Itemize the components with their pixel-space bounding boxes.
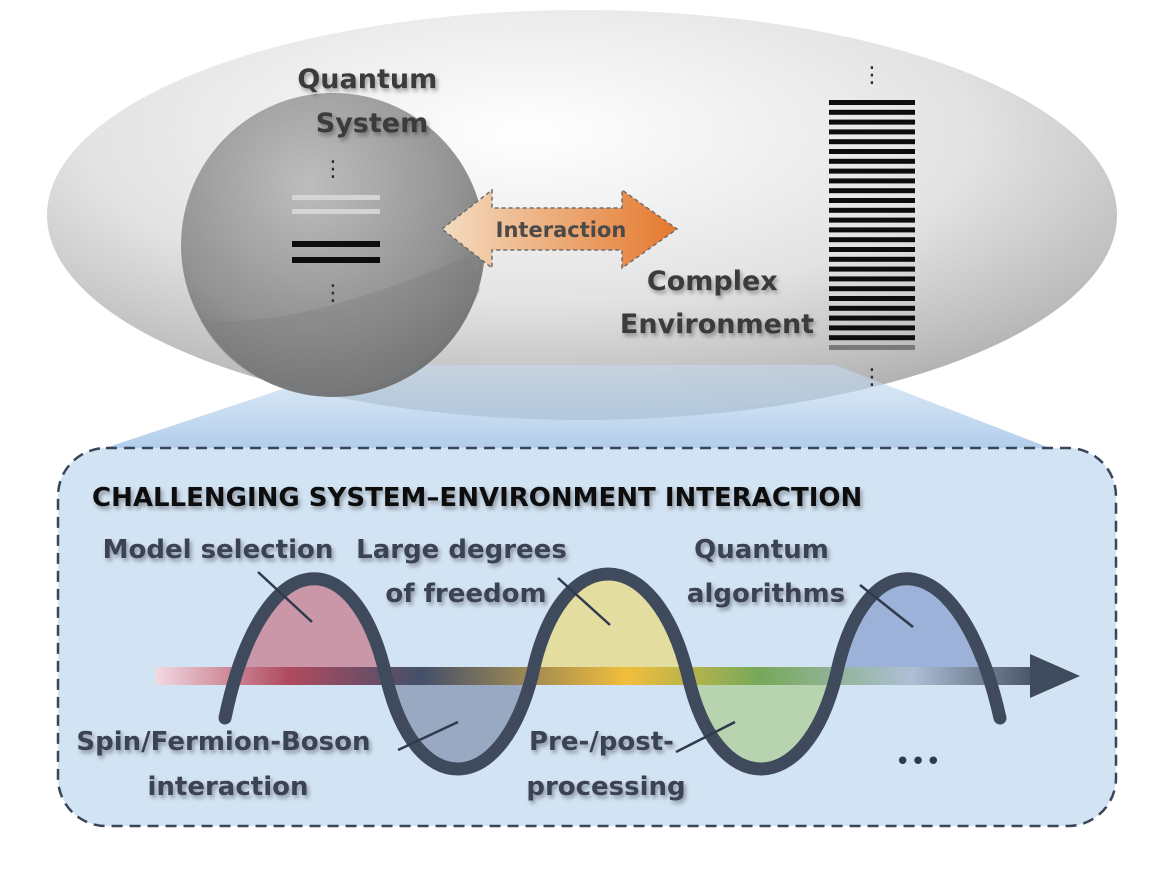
leader-pre-post-processing: [675, 720, 736, 754]
interaction-arrow: Interaction: [440, 188, 679, 270]
label-pre-post-processing: Pre-/post- processing: [526, 727, 685, 802]
leader-lines: [257, 571, 914, 754]
environment-level: [829, 217, 915, 223]
complex-environment-label: Complex Environment: [620, 266, 814, 340]
environment-level: [829, 296, 915, 301]
environment-level: [829, 335, 915, 341]
environment-level: [829, 247, 915, 252]
sphere-shading: [200, 255, 480, 397]
environment-level: [829, 168, 915, 174]
environment-level: [829, 178, 915, 184]
environment-level: [829, 149, 915, 154]
environment-level: [829, 266, 915, 272]
system-level-light-2: [292, 209, 380, 214]
quantum-system-label: Quantum System: [297, 64, 446, 139]
label-degrees-of-freedom: Large degrees of freedom: [356, 535, 576, 609]
environment-level: [829, 129, 915, 135]
environment-level: [829, 100, 915, 105]
environment-level: [829, 207, 915, 213]
system-level-dark-2: [292, 257, 380, 263]
environment-ellipsis-bottom: ⋮: [861, 365, 883, 390]
environment-level: [829, 237, 915, 243]
quantum-system-label-line-2: System: [316, 108, 428, 139]
environment-level: [829, 109, 915, 115]
leader-degrees-of-freedom: [557, 577, 611, 626]
environment-level: [829, 198, 915, 203]
environment-level: [829, 286, 915, 292]
sine-wave: [218, 567, 1007, 776]
environment-ellipsis-top: ⋮: [861, 63, 883, 88]
environment-level: [829, 158, 915, 164]
environment-level: [829, 227, 915, 233]
spectrum-axis: [155, 654, 1080, 698]
complex-environment-label-line-2: Environment: [620, 309, 814, 340]
environment-level: [829, 325, 915, 331]
system-ellipsis-top: ⋮: [322, 157, 344, 182]
environment-level: [829, 315, 915, 321]
interaction-label: Interaction: [496, 218, 627, 242]
more-ellipsis: •••: [895, 747, 941, 777]
quantum-system-label-line-1: Quantum: [297, 64, 437, 95]
environment-level: [829, 139, 915, 145]
system-level-dark-1: [292, 241, 380, 247]
complex-environment-label-line-1: Complex: [647, 266, 778, 297]
label-model-selection: Model selection: [103, 535, 334, 565]
environment-level: [829, 345, 915, 350]
leader-spin-fermion-boson: [397, 720, 459, 752]
panel-title: CHALLENGING SYSTEM–ENVIRONMENT INTERACTI…: [92, 483, 862, 513]
environment-level: [829, 256, 915, 262]
challenge-labels: Model selection Large degrees of freedom…: [76, 535, 845, 802]
environment-level: [829, 305, 915, 311]
environment-level-stack: [829, 100, 915, 350]
system-level-light-1: [292, 195, 380, 200]
leader-quantum-algorithms: [859, 584, 914, 628]
leader-model-selection: [257, 571, 313, 623]
environment-level: [829, 188, 915, 194]
environment-level: [829, 276, 915, 282]
label-quantum-algorithms: Quantum algorithms: [687, 535, 845, 609]
system-energy-levels: ⋮ ⋮: [292, 157, 380, 306]
label-spin-fermion-boson: Spin/Fermion-Boson interaction: [76, 727, 379, 802]
environment-energy-levels: ⋮ ⋮: [829, 63, 915, 390]
system-ellipsis-bottom: ⋮: [322, 281, 344, 306]
axis-arrowhead: [1030, 654, 1080, 698]
environment-level: [829, 119, 915, 125]
